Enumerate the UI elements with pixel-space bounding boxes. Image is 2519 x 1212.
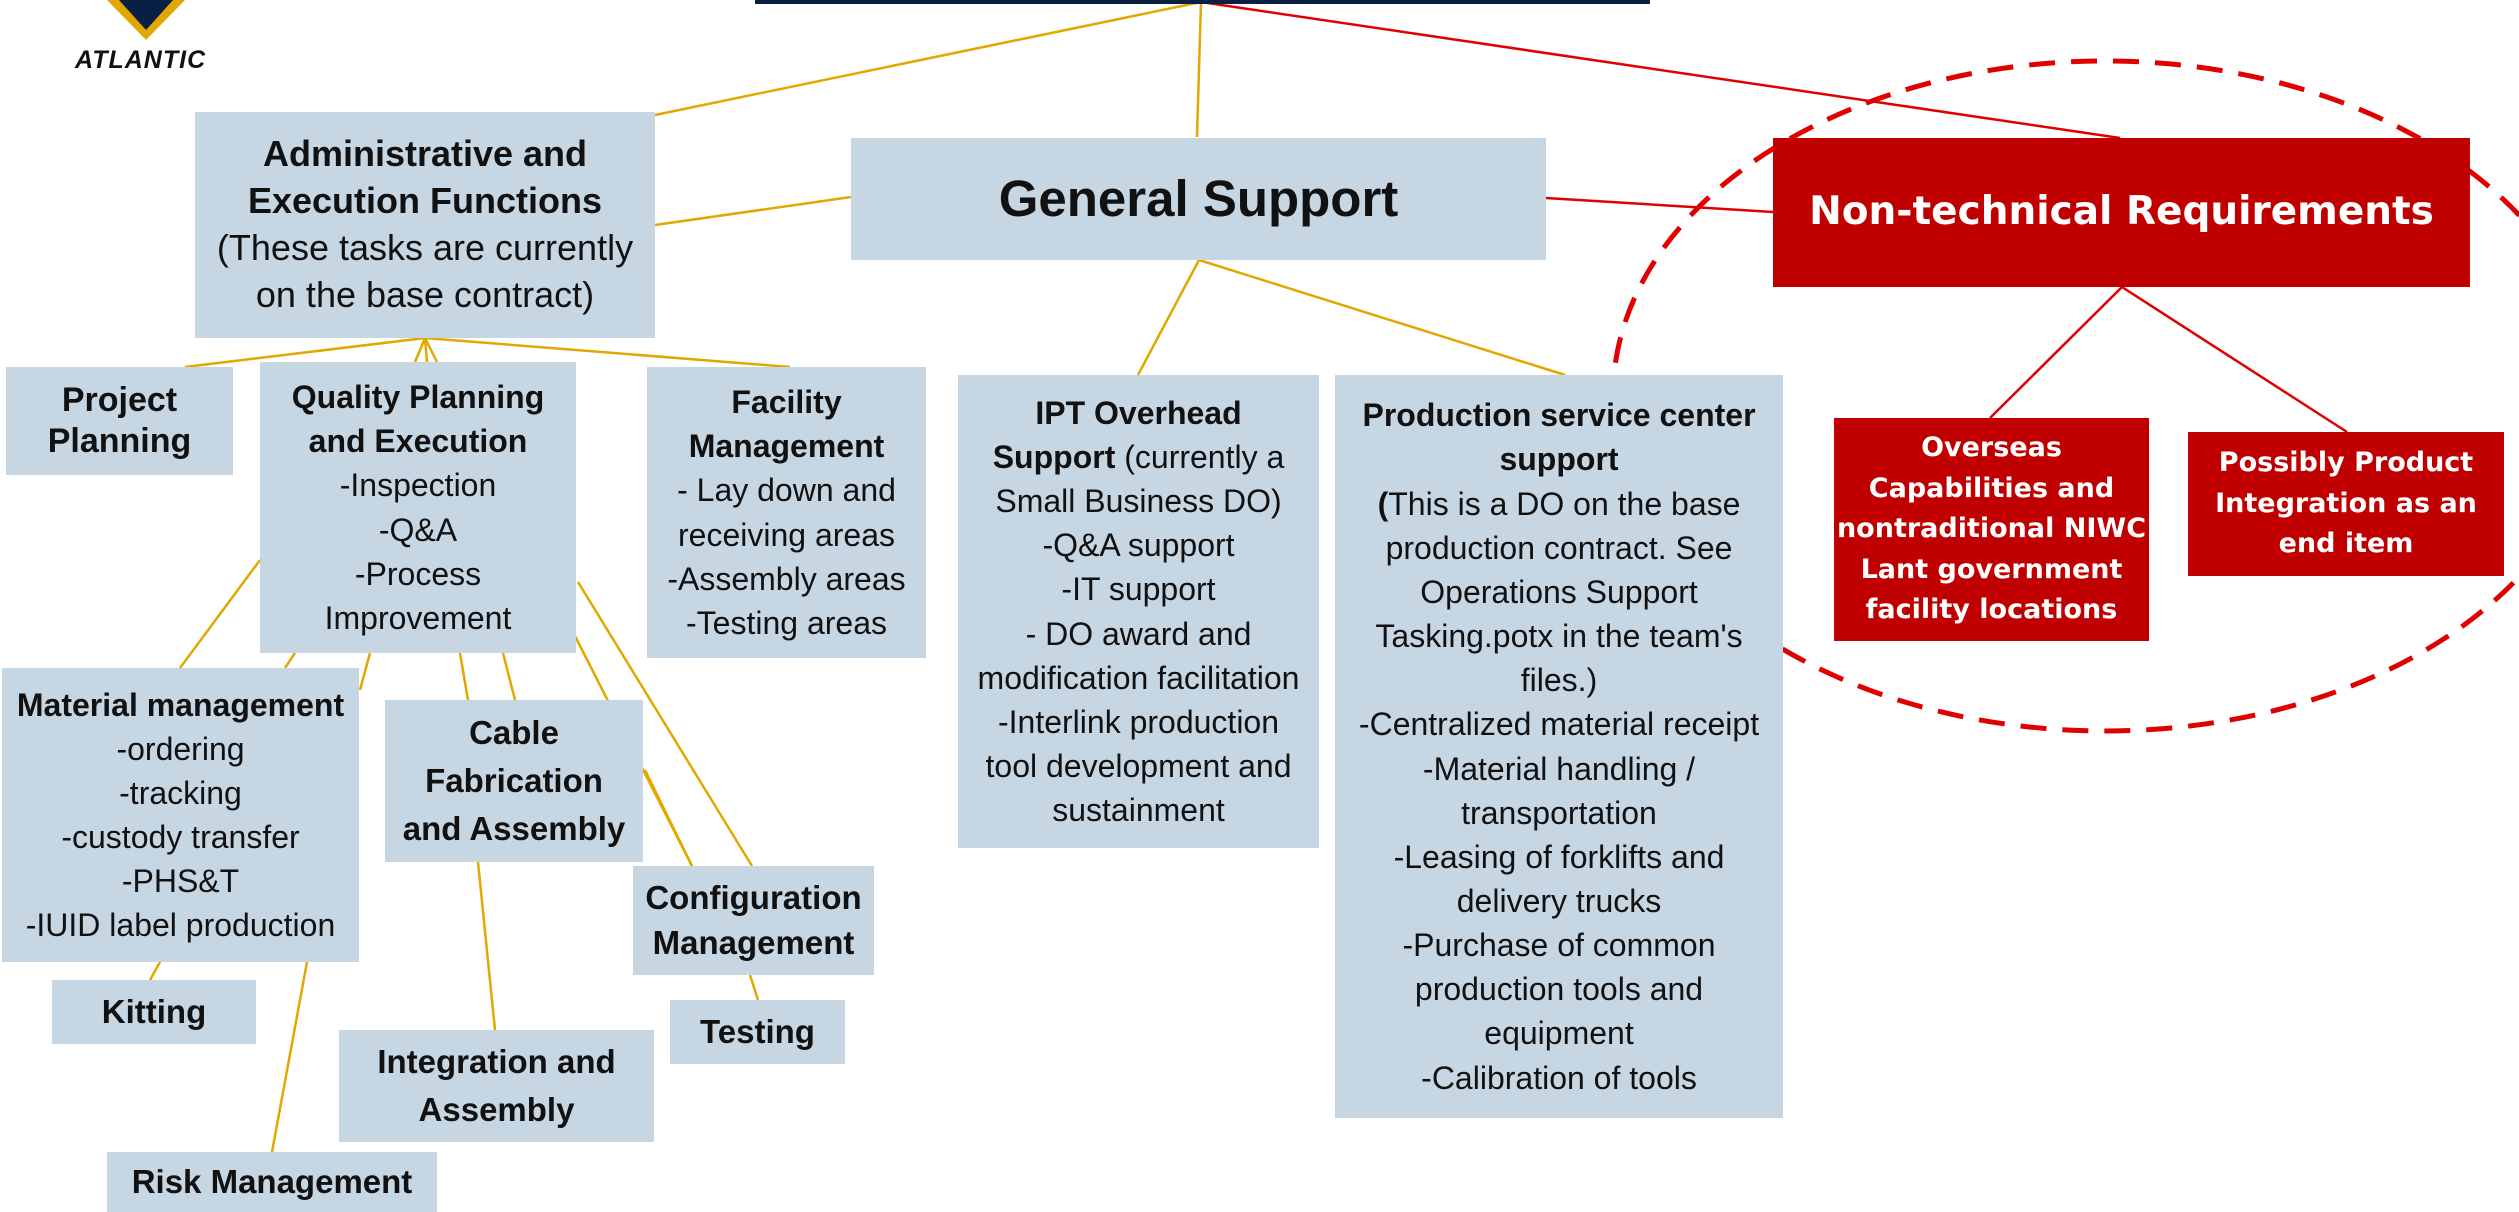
logo-text: ATLANTIC bbox=[75, 46, 207, 74]
ipt-item: tool development and bbox=[985, 747, 1292, 784]
production-service-center-node: Production service center support (This … bbox=[1335, 375, 1783, 1118]
production-item: -Centralized material receipt bbox=[1358, 706, 1760, 743]
testing-node: Testing bbox=[670, 1000, 845, 1064]
configuration-management-node: Configuration Management bbox=[633, 866, 874, 975]
admin-note-line-1: (These tasks are currently bbox=[216, 227, 634, 268]
config-line-1: Configuration bbox=[645, 878, 862, 916]
admin-title-line-1: Administrative and bbox=[262, 133, 588, 175]
production-item: transportation bbox=[1461, 794, 1657, 831]
kitting-title: Kitting bbox=[101, 993, 207, 1031]
material-item: -IUID label production bbox=[25, 907, 336, 944]
production-note: files.) bbox=[1520, 662, 1598, 699]
admin-execution-node: Administrative and Execution Functions (… bbox=[195, 112, 655, 338]
atlantic-logo: ATLANTIC bbox=[60, 0, 220, 80]
ipt-title-support: Support bbox=[992, 438, 1116, 475]
product-integration-node: Possibly Product Integration as an end i… bbox=[2188, 432, 2504, 576]
ipt-item: - DO award and bbox=[1025, 615, 1252, 652]
product-integration-line: Possibly Product bbox=[2218, 447, 2474, 479]
facility-item: -Assembly areas bbox=[667, 560, 906, 597]
gold-connectors bbox=[148, 0, 1566, 1153]
general-support-title: General Support bbox=[998, 170, 1399, 228]
project-planning-line-2: Planning bbox=[47, 422, 192, 460]
integration-line-1: Integration and bbox=[377, 1043, 616, 1081]
production-note: Operations Support bbox=[1420, 573, 1698, 610]
facility-item: receiving areas bbox=[678, 516, 895, 553]
ipt-item: sustainment bbox=[1052, 792, 1225, 829]
production-item: -Material handling / bbox=[1422, 750, 1696, 787]
risk-management-node: Risk Management bbox=[107, 1152, 437, 1212]
non-technical-requirements-node: Non-technical Requirements bbox=[1773, 138, 2470, 287]
product-integration-line: end item bbox=[2278, 528, 2414, 560]
non-technical-title: Non-technical Requirements bbox=[1809, 189, 2434, 235]
quality-item: -Q&A bbox=[378, 511, 458, 548]
production-note-line-1: (This is a DO on the base bbox=[1378, 482, 1741, 526]
overseas-capabilities-node: Overseas Capabilities and nontraditional… bbox=[1834, 418, 2149, 641]
cable-line-3: and Assembly bbox=[402, 809, 626, 847]
cable-fabrication-node: Cable Fabrication and Assembly bbox=[385, 700, 643, 862]
overseas-line: Overseas bbox=[1921, 432, 2062, 464]
testing-title: Testing bbox=[700, 1013, 815, 1051]
production-item: delivery trucks bbox=[1456, 882, 1662, 919]
ipt-overhead-support-node: IPT Overhead Support (currently a Small … bbox=[958, 375, 1319, 848]
material-item: -ordering bbox=[116, 730, 245, 767]
facility-item: -Testing areas bbox=[686, 604, 887, 641]
production-item: equipment bbox=[1484, 1015, 1634, 1052]
ipt-title-note: (currently a bbox=[1115, 438, 1285, 475]
title-bar-edge bbox=[755, 0, 1650, 4]
production-note: production contract. See bbox=[1385, 529, 1733, 566]
cable-line-1: Cable bbox=[469, 714, 559, 752]
overseas-line: nontraditional NIWC bbox=[1836, 513, 2147, 545]
ipt-item: -Interlink production bbox=[997, 703, 1280, 740]
overseas-line: facility locations bbox=[1865, 594, 2118, 626]
integration-assembly-node: Integration and Assembly bbox=[339, 1030, 654, 1142]
ipt-title-line-1: IPT Overhead bbox=[1035, 394, 1242, 431]
logo-shield-icon bbox=[107, 0, 185, 40]
general-support-node: General Support bbox=[851, 138, 1546, 260]
facility-management-node: Facility Management - Lay down and recei… bbox=[647, 367, 926, 658]
project-planning-node: Project Planning bbox=[6, 367, 233, 475]
admin-note-line-2: on the base contract) bbox=[255, 273, 595, 315]
ipt-item: -Q&A support bbox=[1042, 527, 1235, 564]
red-connectors bbox=[1200, 0, 2348, 434]
quality-title-line-1: Quality Planning bbox=[291, 379, 545, 416]
quality-item: -Inspection bbox=[339, 467, 497, 504]
material-item: -PHS&T bbox=[121, 863, 240, 900]
overseas-line: Lant government bbox=[1860, 553, 2123, 585]
cable-line-2: Fabrication bbox=[425, 762, 603, 800]
ipt-item: modification facilitation bbox=[977, 659, 1300, 696]
risk-title: Risk Management bbox=[131, 1163, 413, 1201]
quality-item: Improvement bbox=[324, 599, 512, 636]
ipt-item: -IT support bbox=[1061, 571, 1216, 608]
production-title-line-2: support bbox=[1499, 441, 1619, 478]
quality-item: -Process bbox=[354, 555, 482, 592]
integration-line-2: Assembly bbox=[418, 1091, 575, 1128]
project-planning-line-1: Project bbox=[61, 381, 178, 420]
config-line-2: Management bbox=[652, 923, 855, 961]
product-integration-line: Integration as an bbox=[2215, 487, 2477, 519]
material-management-node: Material management -ordering -tracking … bbox=[2, 668, 359, 962]
quality-planning-node: Quality Planning and Execution -Inspecti… bbox=[260, 362, 576, 653]
production-item: -Calibration of tools bbox=[1421, 1059, 1697, 1096]
kitting-node: Kitting bbox=[52, 980, 256, 1044]
facility-title-line-2: Management bbox=[688, 428, 885, 465]
material-title: Material management bbox=[16, 686, 345, 723]
production-item: -Purchase of common bbox=[1402, 927, 1716, 964]
admin-title-line-2: Execution Functions bbox=[247, 180, 603, 222]
production-item: production tools and bbox=[1414, 971, 1704, 1008]
production-note-paren: ( bbox=[1377, 485, 1389, 522]
material-item: -custody transfer bbox=[61, 819, 300, 855]
quality-title-line-2: and Execution bbox=[308, 423, 528, 460]
production-item: -Leasing of forklifts and bbox=[1393, 838, 1725, 875]
overseas-line: Capabilities and bbox=[1868, 472, 2115, 504]
ipt-item: Small Business DO) bbox=[995, 483, 1282, 520]
production-note: Tasking.potx in the team's bbox=[1375, 618, 1743, 655]
material-item: -tracking bbox=[119, 774, 242, 811]
facility-title-line-1: Facility bbox=[731, 384, 842, 421]
production-title-line-1: Production service center bbox=[1362, 397, 1756, 434]
facility-item: - Lay down and bbox=[677, 472, 896, 509]
ipt-title-line-2: Support (currently a bbox=[993, 435, 1285, 479]
production-note-text: This is a DO on the base bbox=[1388, 485, 1741, 522]
